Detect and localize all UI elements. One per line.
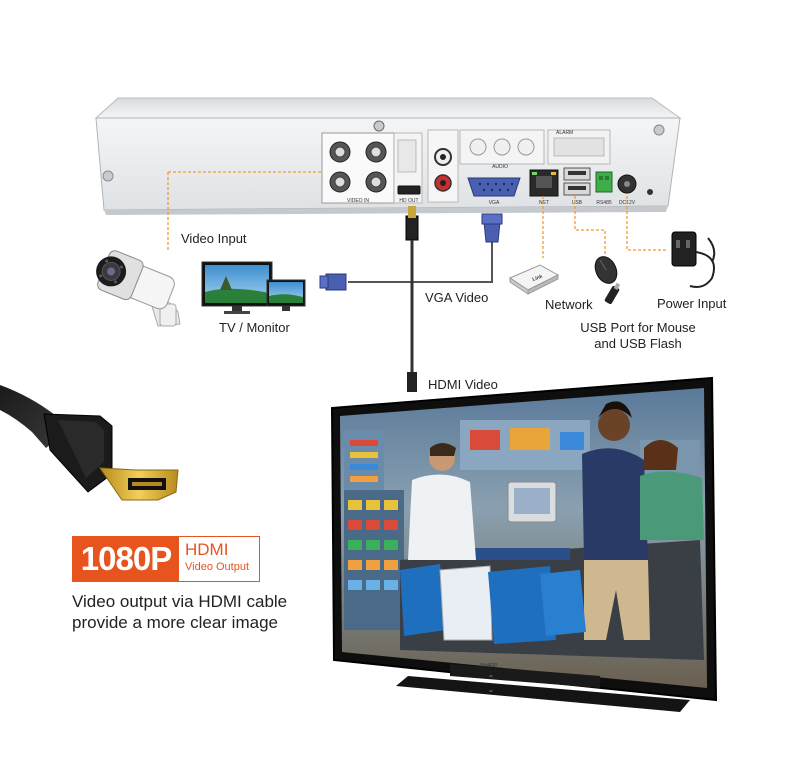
usb-mouse-icon <box>594 256 618 284</box>
store-scene <box>344 401 704 660</box>
hdmi-cable-line <box>405 206 419 392</box>
vga-cable <box>319 213 503 291</box>
tv-brand: SHARP <box>480 663 498 669</box>
usb-leader <box>574 196 606 254</box>
leader-lines <box>167 171 668 258</box>
tv-monitor-label: TV / Monitor <box>219 320 290 335</box>
screw-icon <box>653 124 665 136</box>
ground-screw-icon <box>373 120 385 132</box>
power-leader <box>626 196 668 251</box>
usb-flash-icon <box>604 282 621 305</box>
net-panel-label: NET <box>539 200 549 206</box>
network-port: NET <box>529 169 559 206</box>
power-input-label: Power Input <box>657 296 727 311</box>
power-adapter-icon <box>671 231 716 288</box>
audio-panel-label: AUDIO <box>492 164 508 170</box>
dvr-recorder: VIDEO IN HD OUT AUDIO <box>94 97 682 215</box>
alarm-panel-label: ALARM <box>556 130 573 136</box>
usb-port-label: USB Port for Mouse and USB Flash <box>580 320 696 351</box>
hdmi-port: HD OUT <box>393 132 423 204</box>
chevron-down-icon: ⌄ <box>488 685 495 694</box>
hdmi-description: Video output via HDMI cable provide a mo… <box>72 591 287 633</box>
hdmi-connector-icon <box>0 385 179 501</box>
chevron-up-icon: ⌃ <box>488 674 495 683</box>
description-line-1: Video output via HDMI cable <box>72 592 288 611</box>
vga-port: VGA <box>467 177 521 206</box>
power-led-icon <box>647 189 653 195</box>
badge-subtitle: Video Output <box>185 561 250 573</box>
vga-connector-icon <box>325 273 347 291</box>
video-in-panel-label: VIDEO IN <box>347 198 369 204</box>
alarm-strip: ALARM <box>547 129 611 165</box>
hd-out-panel-label: HD OUT <box>399 198 418 204</box>
usb-panel-label: USB <box>572 200 583 206</box>
description-line-2: provide a more clear image <box>72 613 278 632</box>
tv-monitor-icon <box>201 261 306 314</box>
rs485-panel-label: RS485 <box>596 200 612 206</box>
video-input-label: Video Input <box>181 231 247 246</box>
sharp-tv-display: SHARP ⌃ ⌄ <box>330 376 718 712</box>
hdmi-plug-icon <box>407 372 417 392</box>
network-router-icon: Link <box>508 264 560 295</box>
audio-in-module: AUDIO <box>459 129 545 170</box>
audio-rca-ports <box>427 129 459 203</box>
network-label: Network <box>545 297 593 312</box>
rs485-terminal: RS485 <box>595 171 613 206</box>
router-brand: Link <box>532 274 544 283</box>
bullet-camera-icon <box>96 250 181 327</box>
hdmi-video-label: HDMI Video <box>428 377 498 392</box>
screw-icon <box>102 170 114 182</box>
badge-interface: HDMI <box>185 540 229 559</box>
badge-resolution: 1080P <box>73 537 179 581</box>
vga-panel-label: VGA <box>489 200 500 206</box>
vga-video-label: VGA Video <box>425 290 489 305</box>
resolution-badge: 1080P HDMI Video Output <box>72 536 260 582</box>
usb-ports: USB <box>563 167 591 206</box>
video-in-bnc-ports: VIDEO IN <box>321 132 395 204</box>
